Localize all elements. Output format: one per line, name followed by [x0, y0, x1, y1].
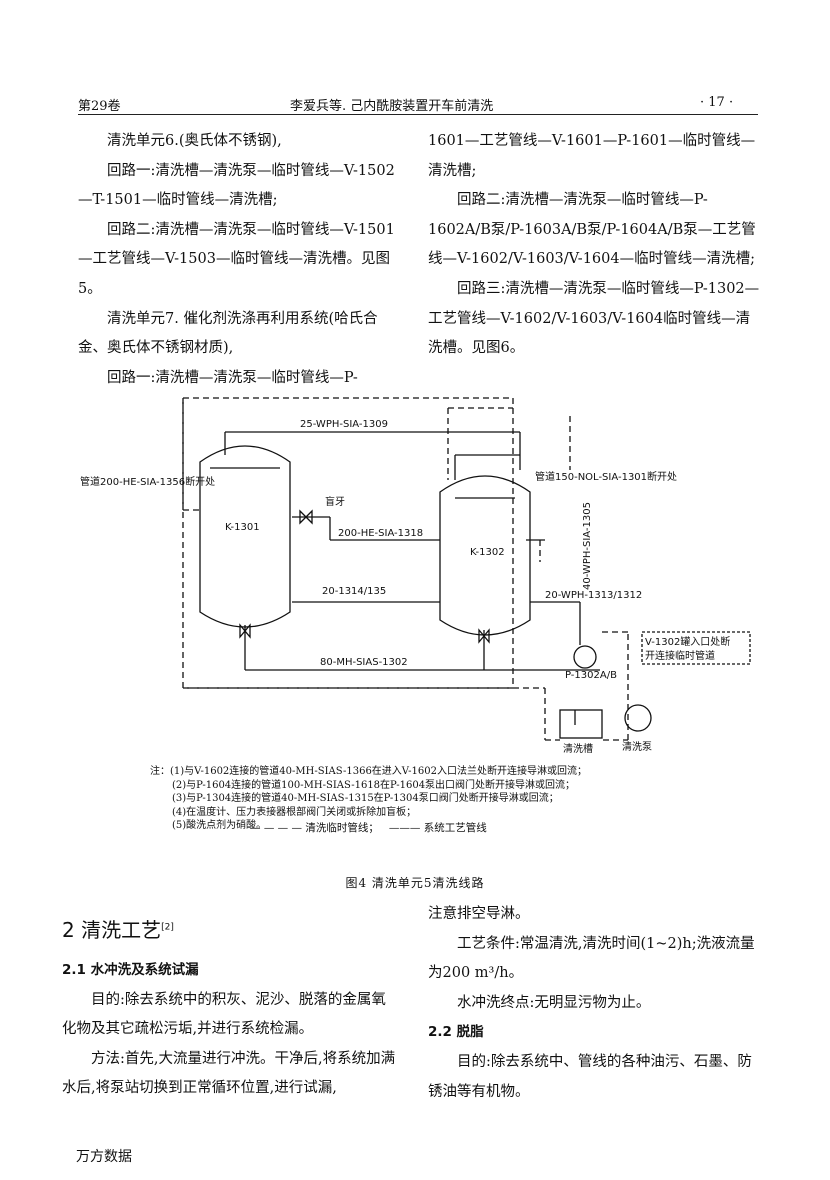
- paragraph: 1601—工艺管线—V-1601—P-1601—临时管线—清洗槽;: [428, 133, 756, 179]
- note-line: (5)酸洗点剂为硝酸。: [172, 820, 267, 831]
- figure-legend: — — — — 清洗临时管线； ——— 系统工艺管线: [250, 820, 487, 835]
- valve-icon: [478, 628, 490, 644]
- figure-notes: 注：(1)与V-1602连接的管道40-MH-SIAS-1366在进入V-160…: [150, 765, 750, 833]
- cleaning-pump-icon: [624, 704, 652, 732]
- note-line: (4)在温度计、压力表接器根部阀门关闭或拆除加盲板；: [172, 806, 417, 818]
- header-rule: [78, 114, 758, 115]
- note-line: (3)与P-1304连接的管道40-MH-SIAS-1315在P-1304泵口阀…: [172, 793, 559, 804]
- section-reference: [2]: [161, 922, 174, 933]
- label-line-bottom: 80-MH-SIAS-1302: [320, 657, 408, 668]
- paragraph: 清洗单元7. 催化剂洗涤再利用系统(哈氏合金、奥氏体不锈钢材质),: [78, 310, 378, 357]
- paragraph: 回路一:清洗槽—清洗泵—临时管线—P-: [107, 369, 358, 386]
- paragraph: 方法:首先,大流量进行冲洗。干净后,将系统加满水后,将泵站切换到正常循环位置,进…: [62, 1050, 396, 1097]
- paragraph: 工艺条件:常温清洗,清洗时间(1~2)h;洗液流量为200 m³/h。: [428, 935, 755, 982]
- valve-icon: [299, 509, 313, 525]
- paragraph: 回路三:清洗槽—清洗泵—临时管线—P-1302—工艺管线—V-1602/V-16…: [428, 280, 760, 357]
- label-line-low: 20-1314/135: [322, 586, 386, 597]
- right-column-bottom: 注意排空导淋。 工艺条件:常温清洗,清洗时间(1~2)h;洗液流量为200 m³…: [428, 900, 760, 1107]
- footer-watermark: 万方数据: [76, 1149, 132, 1165]
- label-blind: 盲牙: [325, 495, 345, 508]
- temporary-loop-outer: [182, 397, 514, 689]
- section-title: 2 清洗工艺[2]: [62, 914, 174, 943]
- label-vessel-left: K-1301: [225, 522, 260, 533]
- legend-dashed-label: 清洗临时管线；: [305, 822, 379, 834]
- dashed-line-icon: — — — —: [250, 822, 303, 834]
- label-vessel-right: K-1302: [470, 547, 505, 558]
- label-note-box: V-1302罐入口处断: [645, 635, 730, 648]
- label-line-right: 20-WPH-1313/1312: [545, 590, 642, 601]
- paragraph: 回路一:清洗槽—清洗泵—临时管线—V-1502—T-1501—临时管线—清洗槽;: [78, 162, 395, 209]
- note-line: (2)与P-1604连接的管道100-MH-SIAS-1618在P-1604泵出…: [172, 779, 576, 791]
- label-cleaning-pump: 清洗泵: [622, 740, 652, 753]
- paragraph: 注意排空导淋。: [428, 906, 530, 922]
- header-title: 李爱兵等. 己内酰胺装置开车前清洗: [290, 99, 494, 114]
- label-pipe-right: 管道150-NOL-SIA-1301断开处: [535, 470, 677, 483]
- left-column-top: 清洗单元6.(奥氏体不锈钢), 回路一:清洗槽—清洗泵—临时管线—V-1502—…: [78, 127, 396, 393]
- label-line-mid: 200-HE-SIA-1318: [338, 528, 423, 539]
- right-column-top: 1601—工艺管线—V-1601—P-1601—临时管线—清洗槽; 回路二:清洗…: [428, 127, 760, 364]
- label-line-top: 25-WPH-SIA-1309: [300, 419, 388, 430]
- cleaning-tank-icon: [559, 709, 603, 739]
- label-pipe-left: 管道200-HE-SIA-1356断开处: [80, 475, 215, 488]
- cleaning-circuit-diagram: 25-WPH-SIA-1309 管道200-HE-SIA-1356断开处 K-1…: [80, 397, 751, 755]
- pump-icon: [573, 645, 597, 669]
- section-title-text: 2 清洗工艺: [62, 918, 162, 942]
- subsection-title: 2.1 水冲洗及系统试漏: [62, 962, 199, 978]
- paragraph: 目的:除去系统中的积灰、泥沙、脱落的金属氧化物及其它疏松污垢,并进行系统检漏。: [62, 991, 386, 1038]
- note-line: 注：(1)与V-1602连接的管道40-MH-SIAS-1366在进入V-160…: [150, 766, 587, 777]
- left-column-bottom: 2.1 水冲洗及系统试漏 目的:除去系统中的积灰、泥沙、脱落的金属氧化物及其它疏…: [62, 956, 397, 1104]
- header-page-number: · 17 ·: [700, 95, 734, 110]
- label-line-vertical: 40-WPH-SIA-1305: [582, 502, 593, 590]
- solid-line-icon: ———: [388, 822, 421, 834]
- valve-icon: [239, 623, 251, 639]
- paragraph: 水冲洗终点:无明显污物为止。: [457, 994, 651, 1011]
- vessel-k1301: [199, 445, 291, 628]
- label-pump: P-1302A/B: [565, 670, 617, 681]
- header-volume: 第29卷: [78, 99, 121, 114]
- label-tank: 清洗槽: [563, 742, 593, 755]
- paragraph: 目的:除去系统中、管线的各种油污、石墨、防锈油等有机物。: [428, 1053, 752, 1100]
- label-note-box: 开连接临时管道: [645, 649, 715, 662]
- vessel-k1302: [439, 475, 531, 636]
- legend-solid-label: 系统工艺管线: [423, 822, 487, 834]
- paragraph: 清洗单元6.(奥氏体不锈钢),: [107, 133, 282, 149]
- paragraph: 回路二:清洗槽—清洗泵—临时管线—P-1602A/B泵/P-1603A/B泵/P…: [428, 192, 756, 268]
- subsection-title: 2.2 脱脂: [428, 1024, 484, 1041]
- paragraph: 回路二:清洗槽—清洗泵—临时管线—V-1501—工艺管线—V-1503—临时管线…: [78, 221, 395, 297]
- figure-caption: 图4 清洗单元5清洗线路: [345, 876, 485, 890]
